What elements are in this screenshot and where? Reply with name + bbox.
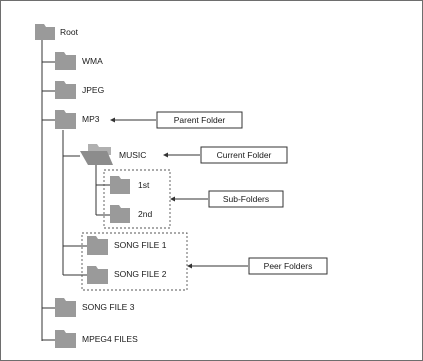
folder-icon [55, 330, 76, 348]
folder-icon [87, 266, 108, 284]
folder-1st: 1st [110, 176, 150, 194]
folder-label-mp3: MP3 [82, 114, 100, 124]
folder-label-song-file-1: SONG FILE 1 [114, 240, 167, 250]
folder-wma: WMA [55, 52, 103, 70]
callout-peer-folders: Peer Folders [187, 257, 328, 275]
folder-label-music: MUSIC [119, 150, 146, 160]
folder-mp3: MP3 [55, 110, 100, 129]
folder-label-wma: WMA [82, 56, 103, 66]
arrow-left-icon [110, 117, 115, 123]
folder-icon [110, 176, 130, 194]
callout-current-folder: Current Folder [163, 146, 288, 164]
folder-label-mpeg4-files: MPEG4 FILES [82, 334, 138, 344]
callout-label-current: Current Folder [217, 150, 272, 160]
callout-sub-folders: Sub-Folders [170, 190, 284, 208]
folder-icon [55, 110, 76, 129]
folder-label-song-file-3: SONG FILE 3 [82, 302, 135, 312]
callout-label-peer: Peer Folders [264, 261, 313, 271]
peers-group-box [81, 232, 188, 291]
subfolders-group-box [103, 169, 171, 229]
folder-label-root: Root [60, 27, 79, 37]
arrow-left-icon [170, 196, 175, 202]
folder-label-song-file-2: SONG FILE 2 [114, 269, 167, 279]
folder-icon [87, 236, 108, 255]
folder-icon [110, 205, 130, 223]
tree-lines [41, 40, 110, 341]
folder-root: Root [35, 24, 79, 40]
callout-label-sub: Sub-Folders [223, 194, 269, 204]
callout-parent-folder: Parent Folder [110, 111, 243, 129]
folder-song-file-2: SONG FILE 2 [87, 266, 167, 284]
arrow-left-icon [187, 263, 192, 269]
folder-music-current: MUSIC [80, 144, 146, 165]
folder-label-2nd: 2nd [138, 209, 152, 219]
callout-label-parent: Parent Folder [174, 115, 226, 125]
folder-label-1st: 1st [138, 180, 150, 190]
folder-jpeg: JPEG [55, 81, 104, 99]
folder-song-file-3: SONG FILE 3 [55, 298, 135, 317]
folder-song-file-1: SONG FILE 1 [87, 236, 167, 255]
open-folder-icon [80, 144, 113, 165]
folder-mpeg4-files: MPEG4 FILES [55, 330, 138, 348]
folder-2nd: 2nd [110, 205, 152, 223]
folder-label-jpeg: JPEG [82, 85, 104, 95]
arrow-left-icon [163, 152, 168, 158]
folder-icon [55, 298, 76, 317]
folder-icon [55, 81, 76, 99]
folder-icon [55, 52, 76, 70]
folder-icon [35, 24, 55, 40]
